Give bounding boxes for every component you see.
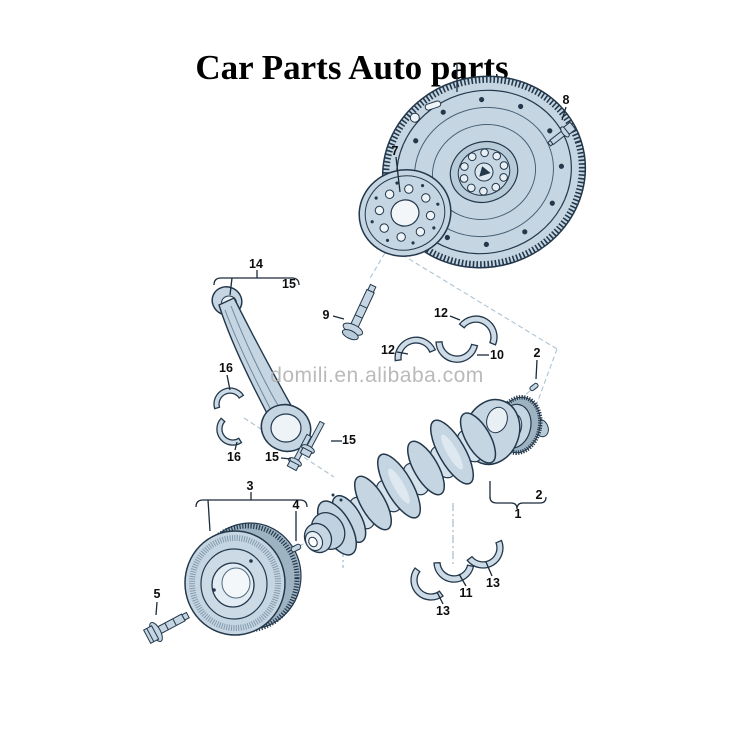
watermark: domili.en.alibaba.com bbox=[270, 364, 484, 387]
part-label-16-9: 16 bbox=[219, 361, 233, 375]
part-label-4-14: 4 bbox=[292, 498, 300, 512]
part-label-13-16: 13 bbox=[436, 604, 450, 618]
part-label-8-0: 8 bbox=[562, 93, 570, 107]
part-label-16-10: 16 bbox=[227, 450, 241, 464]
part-label-2-6: 2 bbox=[533, 346, 541, 360]
bearing-shells bbox=[213, 315, 504, 601]
part-label-11-17: 11 bbox=[459, 586, 473, 600]
key-pin-2 bbox=[529, 382, 539, 392]
pulley-bolt-5 bbox=[142, 611, 190, 644]
part-label-15-8: 15 bbox=[282, 277, 296, 291]
drive-plate bbox=[358, 169, 452, 257]
part-label-15-11: 15 bbox=[265, 450, 279, 464]
crankshaft bbox=[303, 395, 549, 556]
part-label-13-18: 13 bbox=[486, 576, 500, 590]
part-label-7-1: 7 bbox=[391, 144, 399, 158]
part-label-3-13: 3 bbox=[246, 479, 254, 493]
key-pin-4 bbox=[290, 543, 302, 553]
part-label-12-4: 12 bbox=[381, 343, 395, 357]
part-label-15-12: 15 bbox=[342, 433, 356, 447]
part-label-14-7: 14 bbox=[249, 257, 263, 271]
part-label-5-15: 5 bbox=[153, 587, 161, 601]
bolt-9 bbox=[341, 283, 377, 341]
part-label-9-2: 9 bbox=[322, 308, 330, 322]
crank-pulley bbox=[184, 522, 302, 636]
part-label-12-3: 12 bbox=[434, 306, 448, 320]
part-label-10-5: 10 bbox=[490, 348, 504, 362]
rod-bolt-15b bbox=[299, 420, 325, 459]
part-label-2-20: 2 bbox=[535, 488, 543, 502]
bolt-8 bbox=[547, 121, 577, 147]
part-label-1-19: 1 bbox=[514, 507, 522, 521]
